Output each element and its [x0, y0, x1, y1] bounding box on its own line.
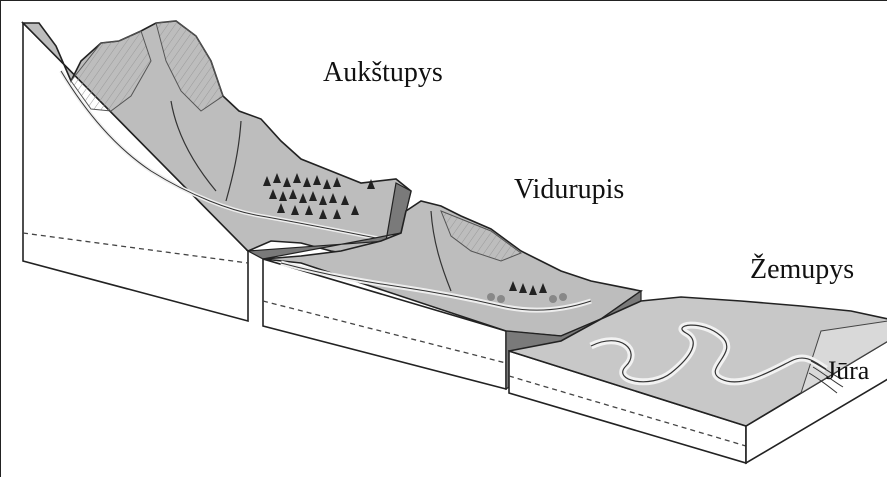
middle-course-label: Vidurupis: [514, 176, 624, 204]
sea-label: Jūra: [826, 358, 869, 384]
upper-course-label: Aukštupys: [323, 59, 443, 87]
lower-course-label: Žemupys: [750, 256, 854, 284]
